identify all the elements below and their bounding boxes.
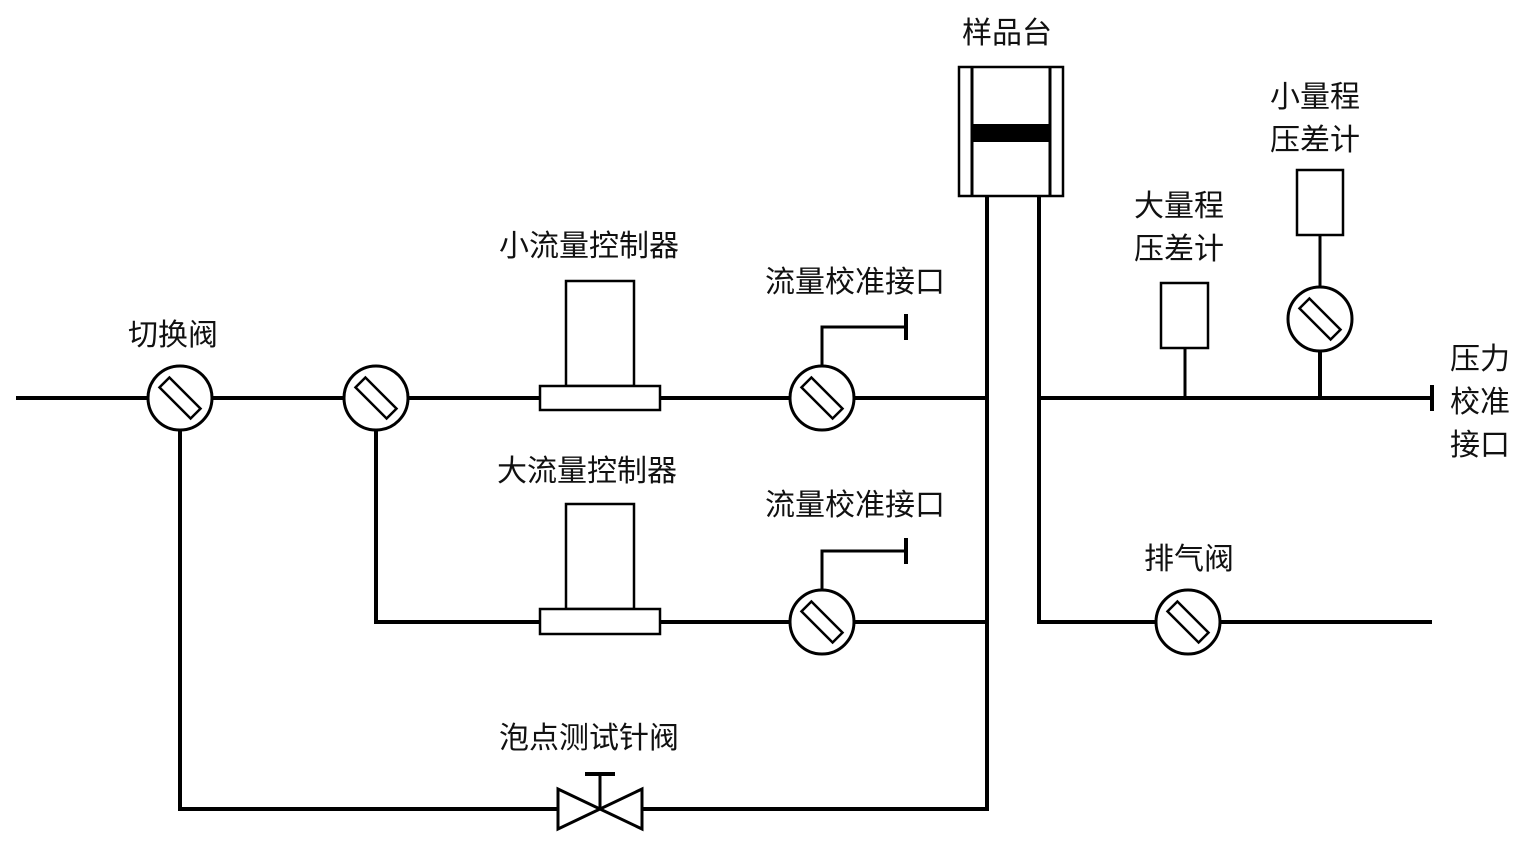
large-range-dp-label-line1: 大量程 — [1134, 189, 1224, 224]
pressure-calib-label-line1: 压力 — [1450, 342, 1510, 377]
small-range-dp-gauge — [1295, 168, 1345, 400]
small-range-dp-valve[interactable] — [1286, 285, 1354, 353]
vent-valve-label: 排气阀 — [1144, 542, 1234, 577]
switch-valve-label: 切换阀 — [128, 318, 218, 353]
needle-valve-label: 泡点测试针阀 — [499, 721, 679, 756]
small-flow-controller-label: 小流量控制器 — [499, 229, 679, 264]
vent-valve[interactable] — [1154, 588, 1222, 656]
large-flow-controller-label: 大流量控制器 — [497, 454, 677, 489]
large-range-dp-label-line2: 压差计 — [1134, 232, 1224, 267]
small-range-dp-label-line2: 压差计 — [1270, 123, 1360, 158]
small-flow-valve[interactable] — [788, 364, 856, 432]
branch-valve[interactable] — [342, 364, 410, 432]
flow-calib-port-bottom — [820, 538, 908, 590]
switch-valve[interactable] — [146, 364, 214, 432]
flow-calib-port-top-label: 流量校准接口 — [765, 265, 945, 300]
pressure-calib-label-line2: 校准 — [1450, 385, 1510, 420]
sample-stage — [957, 65, 1065, 198]
pressure-calib-label-line3: 接口 — [1450, 428, 1510, 463]
needle-valve[interactable] — [556, 772, 644, 832]
large-range-dp-gauge — [1159, 281, 1210, 398]
large-flow-valve[interactable] — [788, 588, 856, 656]
small-flow-controller — [538, 279, 662, 412]
sample-stage-label: 样品台 — [962, 16, 1052, 51]
large-flow-controller — [538, 502, 662, 636]
pipes — [16, 194, 1434, 811]
flow-calib-port-top — [820, 314, 908, 366]
small-range-dp-label-line1: 小量程 — [1270, 80, 1360, 115]
flow-calib-port-bottom-label: 流量校准接口 — [765, 488, 945, 523]
